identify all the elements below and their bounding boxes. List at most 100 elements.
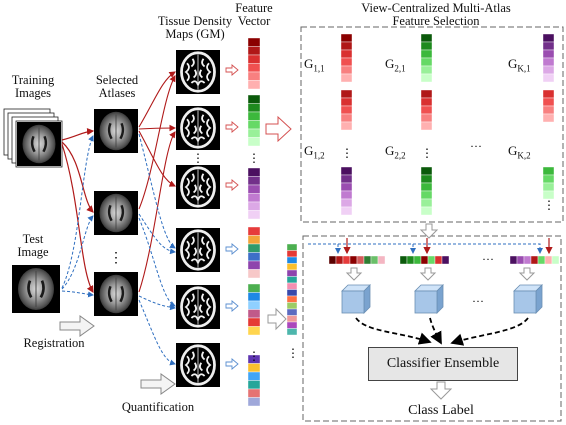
classifier-ensemble-box: Classifier Ensemble <box>368 347 518 381</box>
svg-text:···: ··· <box>472 294 484 308</box>
feature-cell <box>286 256 298 264</box>
group-cell <box>542 57 555 67</box>
feature-cell <box>247 80 261 90</box>
feature-cell <box>247 235 261 245</box>
selected-cell <box>406 255 415 265</box>
quantify-arrows-red <box>138 71 177 293</box>
selected-cell <box>523 255 532 265</box>
feature-cell <box>247 243 261 253</box>
selected-cell <box>509 255 518 265</box>
to-selection-arrow <box>265 115 292 143</box>
selected-cell <box>420 255 429 265</box>
feature-cell <box>247 317 261 327</box>
quantification-arrow <box>140 373 176 395</box>
group-cell <box>340 49 353 59</box>
group-cell <box>542 89 555 99</box>
feature-cell <box>247 226 261 236</box>
feature-cell <box>286 282 298 290</box>
atlas-2 <box>94 191 138 235</box>
feature-cell <box>247 210 261 220</box>
group-cell <box>420 89 433 99</box>
density-map-2 <box>176 106 220 150</box>
svg-text:⋮: ⋮ <box>192 151 204 165</box>
feature-cell <box>247 300 261 310</box>
classifier-cube-2 <box>414 284 444 314</box>
group-cell <box>340 206 353 216</box>
registration-label: Registration <box>23 336 85 350</box>
feature-cell <box>247 103 261 113</box>
group-cell <box>420 57 433 67</box>
group-cell <box>340 166 353 176</box>
feature-cell <box>247 184 261 194</box>
group-cell <box>542 113 555 123</box>
selected-cell <box>537 255 546 265</box>
group-columns <box>340 33 555 216</box>
training-images-label: Training Images <box>11 73 55 100</box>
classifier-cube-k <box>513 284 543 314</box>
feature-cell <box>286 276 298 284</box>
feature-cell <box>247 137 261 147</box>
quantification-label: Quantification <box>121 400 195 414</box>
selected-cell <box>328 255 337 265</box>
group-cell <box>420 49 433 59</box>
group-cell <box>420 41 433 51</box>
feature-cell <box>247 371 261 381</box>
group-cell <box>340 105 353 115</box>
svg-text:···: ··· <box>482 252 494 266</box>
feature-cell <box>247 128 261 138</box>
selected-atlases-label: Selected Atlases <box>95 73 139 100</box>
group-label-gk1: GK,1 <box>508 56 531 74</box>
group-cell <box>420 166 433 176</box>
group-cell <box>542 190 555 200</box>
selected-cell <box>349 255 358 265</box>
feature-cell <box>286 250 298 258</box>
selected-cell <box>441 255 450 265</box>
feature-cell <box>247 201 261 211</box>
group-label-g12: G1,2 <box>304 143 325 161</box>
atlas-vdots: ⋮ <box>109 251 123 266</box>
svg-text:⋮: ⋮ <box>421 146 433 160</box>
selected-cell <box>370 255 379 265</box>
selected-cell <box>399 255 408 265</box>
selected-cell <box>413 255 422 265</box>
feature-cell <box>247 111 261 121</box>
group-cell <box>340 121 353 131</box>
feature-cell <box>286 308 298 316</box>
feature-vector-label: Feature Vector <box>235 1 273 28</box>
feature-cell <box>247 120 261 130</box>
feature-cell <box>247 326 261 336</box>
quantify-arrows-blue <box>138 133 176 366</box>
ensemble-box <box>302 235 562 422</box>
classifier-cube-1 <box>341 284 371 314</box>
training-images-stack <box>3 108 63 168</box>
group-cell <box>542 65 555 75</box>
group-cell <box>340 33 353 43</box>
selected-cell <box>427 255 436 265</box>
group-cell <box>542 182 555 192</box>
density-map-4 <box>176 228 220 272</box>
group-cell <box>340 65 353 75</box>
group-cell <box>542 174 555 184</box>
selected-cell <box>335 255 344 265</box>
group-cell <box>340 57 353 67</box>
group-cell <box>420 105 433 115</box>
selected-feature-bars <box>328 255 560 265</box>
group-cell <box>420 121 433 131</box>
svg-text:⋮: ⋮ <box>543 198 555 212</box>
group-cell <box>340 97 353 107</box>
feature-vector-test <box>247 226 298 407</box>
feature-cell <box>247 388 261 398</box>
group-cell <box>420 182 433 192</box>
selection-down-arrow <box>419 223 439 239</box>
group-cell <box>420 190 433 200</box>
feature-cell <box>286 315 298 323</box>
group-cell <box>542 41 555 51</box>
group-cell <box>542 166 555 176</box>
feature-cell <box>247 269 261 279</box>
density-map-3 <box>176 165 220 209</box>
selected-cell <box>530 255 539 265</box>
group-cell <box>420 73 433 83</box>
density-map-1 <box>176 50 220 94</box>
group-cell <box>340 113 353 123</box>
